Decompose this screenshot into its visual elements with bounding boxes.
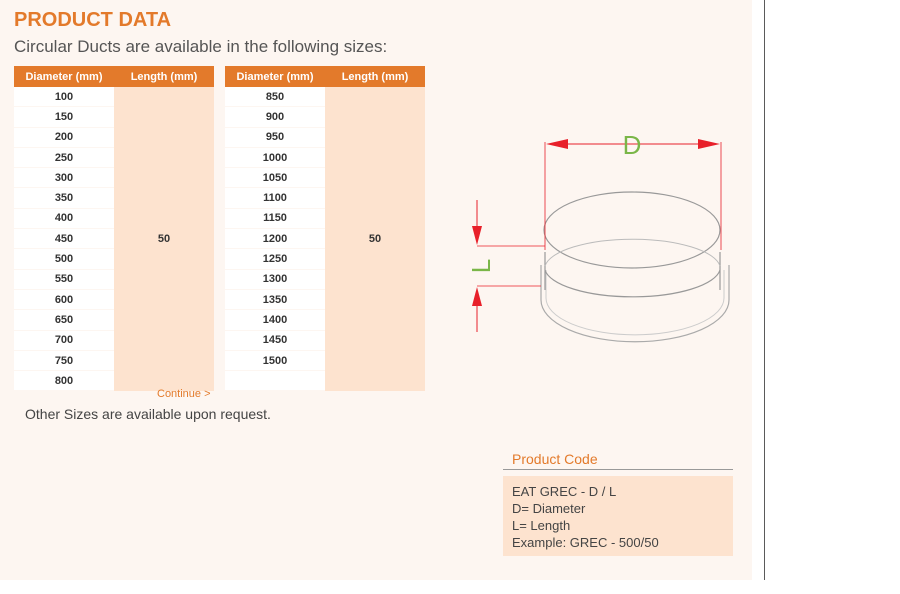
product-code-example: Example: GREC - 500/50 <box>512 535 659 550</box>
table-row: 600 <box>14 289 214 311</box>
page-subtitle: Circular Ducts are available in the foll… <box>14 37 388 56</box>
l-arrow-bottom <box>472 287 482 306</box>
column-header-length: Length (mm) <box>114 66 214 87</box>
product-code-d-def: D= Diameter <box>512 501 586 516</box>
diameter-cell: 750 <box>14 350 114 372</box>
diameter-cell <box>225 370 325 392</box>
table-row: 1450 <box>225 330 425 351</box>
product-code-l-def: L= Length <box>512 518 571 533</box>
duct-top-ellipse <box>543 191 721 269</box>
length-cell: 50 <box>114 87 214 391</box>
column-header-length: Length (mm) <box>325 66 425 87</box>
diameter-cell: 800 <box>14 370 114 392</box>
table-row: 750 <box>14 350 214 372</box>
diameter-cell: 1000 <box>225 147 325 169</box>
duct-diagram: D L <box>466 130 730 343</box>
table-row: 150 <box>14 106 214 128</box>
table-row: 1100 <box>225 187 425 209</box>
table-row: 1500 <box>225 350 425 372</box>
table-row <box>225 370 425 392</box>
diameter-cell: 950 <box>225 127 325 148</box>
d-arrow-left <box>546 139 568 149</box>
d-label: D <box>623 130 642 160</box>
diameter-cell: 850 <box>225 87 325 108</box>
table-row: 1000 <box>225 147 425 169</box>
l-label: L <box>466 259 496 273</box>
table-row: 900 <box>225 106 425 128</box>
continue-link[interactable]: Continue > <box>157 388 211 400</box>
diameter-cell: 350 <box>14 187 114 209</box>
diameter-cell: 1450 <box>225 330 325 351</box>
diameter-cell: 300 <box>14 167 114 189</box>
diameter-cell: 100 <box>14 87 114 108</box>
diameter-cell: 600 <box>14 289 114 311</box>
table-row: 1150 <box>225 208 425 230</box>
table-row: 350 <box>14 187 214 209</box>
diameter-cell: 1150 <box>225 208 325 230</box>
product-code-title: Product Code <box>512 451 598 467</box>
diameter-cell: 150 <box>14 106 114 128</box>
table-row: 200 <box>14 127 214 148</box>
diameter-cell: 1500 <box>225 350 325 372</box>
duct-bottom-edge <box>544 269 721 298</box>
duct-inner-edge <box>544 238 721 267</box>
l-arrow-top <box>472 226 482 245</box>
diameter-cell: 1100 <box>225 187 325 209</box>
table-row: 500 <box>14 248 214 270</box>
table-row: 650 <box>14 309 214 331</box>
table-row: 950 <box>225 127 425 148</box>
table-row: 1350 <box>225 289 425 311</box>
duct-collar-outline <box>540 265 730 343</box>
table-row: 450 <box>14 228 214 250</box>
column-header-diameter: Diameter (mm) <box>225 66 325 87</box>
diameter-cell: 650 <box>14 309 114 331</box>
table-row: 250 <box>14 147 214 169</box>
diameter-cell: 500 <box>14 248 114 270</box>
table-row: 1300 <box>225 269 425 290</box>
page-title: PRODUCT DATA <box>14 9 172 31</box>
other-sizes-note: Other Sizes are available upon request. <box>25 406 271 422</box>
diameter-cell: 1250 <box>225 248 325 270</box>
diameter-cell: 1300 <box>225 269 325 290</box>
diameter-cell: 200 <box>14 127 114 148</box>
column-header-diameter: Diameter (mm) <box>14 66 114 87</box>
product-code-divider <box>503 469 733 470</box>
table-row: 1050 <box>225 167 425 189</box>
length-cell: 50 <box>325 87 425 391</box>
diameter-cell: 400 <box>14 208 114 230</box>
table-row: 400 <box>14 208 214 230</box>
product-code-box <box>503 476 733 556</box>
diameter-cell: 450 <box>14 228 114 250</box>
diameter-cell: 900 <box>225 106 325 128</box>
diameter-cell: 700 <box>14 330 114 351</box>
d-arrow-right <box>698 139 720 149</box>
table-row: 300 <box>14 167 214 189</box>
duct-collar-inner <box>545 270 725 336</box>
table-row: 700 <box>14 330 214 351</box>
diameter-cell: 1400 <box>225 309 325 331</box>
diameter-cell: 250 <box>14 147 114 169</box>
diameter-cell: 550 <box>14 269 114 290</box>
table-row: 1200 <box>225 228 425 250</box>
table-row: 1250 <box>225 248 425 270</box>
diameter-cell: 1050 <box>225 167 325 189</box>
table-row: 1400 <box>225 309 425 331</box>
table-row: 550 <box>14 269 214 290</box>
table-row: 800 <box>14 370 214 392</box>
diameter-cell: 1200 <box>225 228 325 250</box>
product-code-format: EAT GREC - D / L <box>512 484 617 499</box>
page-divider <box>764 0 765 580</box>
diameter-cell: 1350 <box>225 289 325 311</box>
